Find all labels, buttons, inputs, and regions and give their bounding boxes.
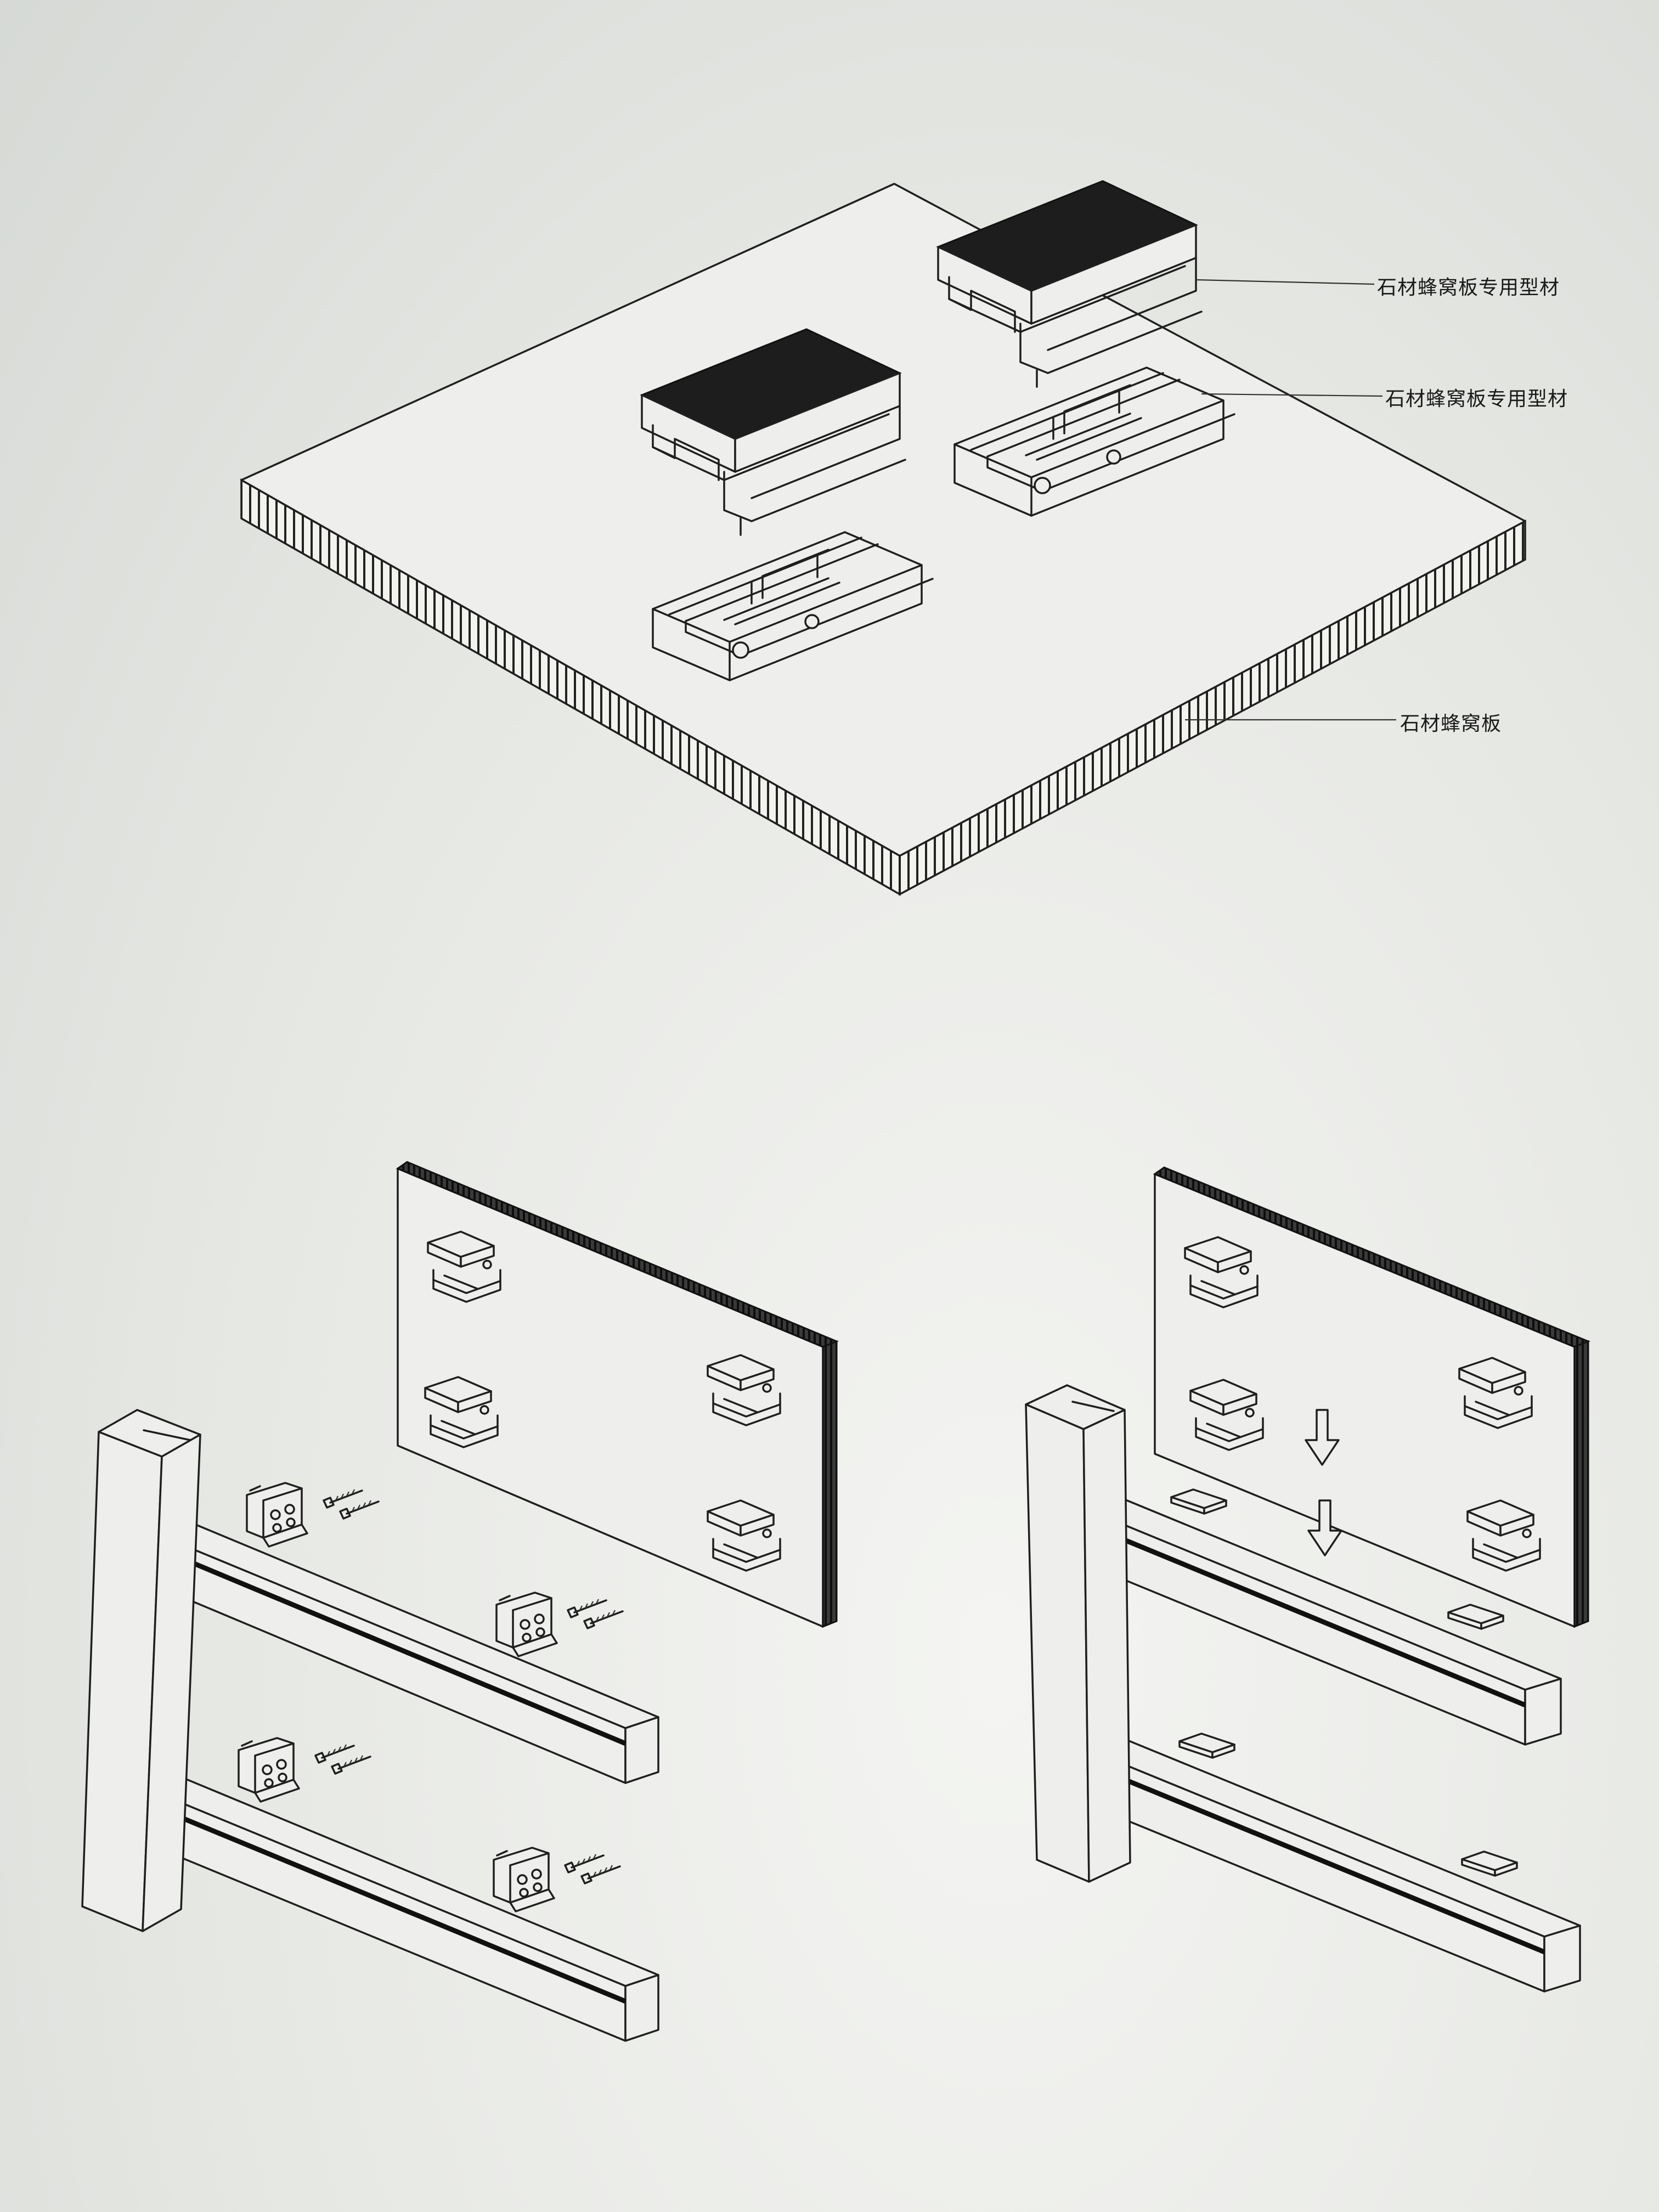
- wall-panel-right: [1153, 1166, 1590, 1628]
- honeycomb-panel: [240, 183, 1526, 896]
- label-panel: 石材蜂窝板: [1400, 713, 1502, 735]
- steel-frame-left: [81, 1409, 659, 2042]
- steel-frame-right: [1025, 1384, 1581, 1993]
- down-arrow-icon: [1305, 1409, 1342, 1556]
- leader-lines: [1185, 279, 1396, 721]
- wall-panel-left: [396, 1161, 839, 1628]
- label-profile-top: 石材蜂窝板专用型材: [1377, 276, 1560, 299]
- label-profile-bottom: 石材蜂窝板专用型材: [1385, 388, 1568, 410]
